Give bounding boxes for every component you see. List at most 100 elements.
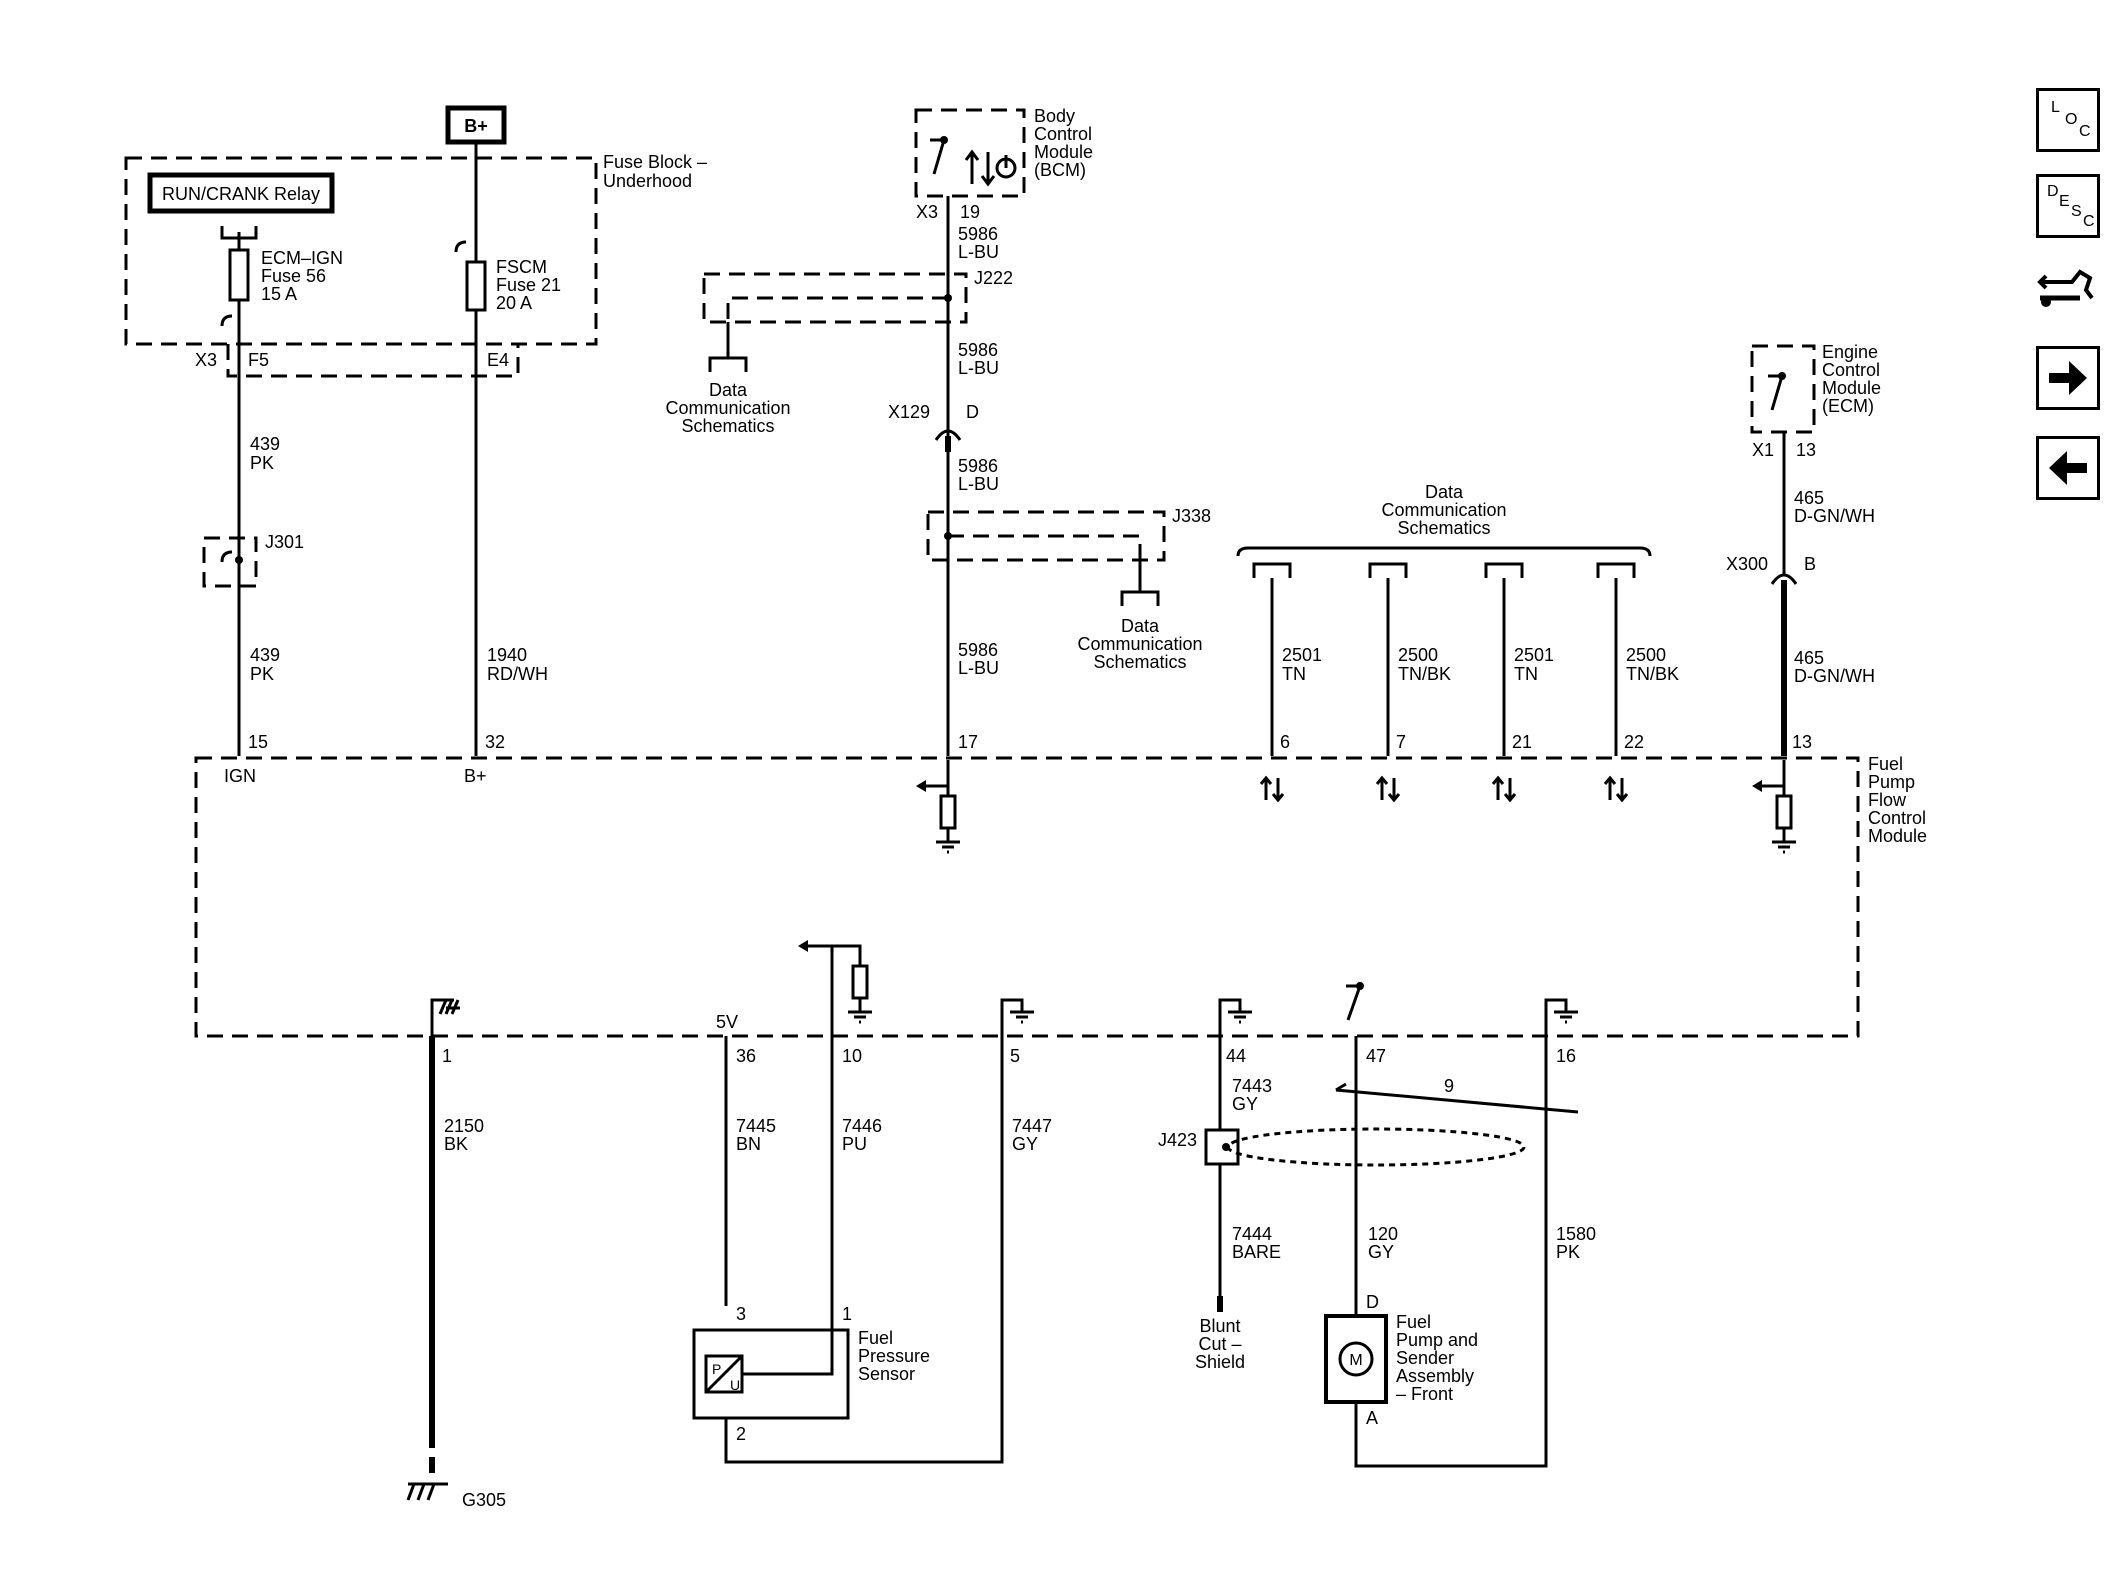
fpfcm-label-1: Fuel	[1868, 754, 1903, 774]
ground-icon-16	[1544, 998, 1578, 1036]
run-crank-relay-label: RUN/CRANK Relay	[162, 184, 320, 204]
pump-label-4: Assembly	[1396, 1366, 1474, 1386]
pin-17: 17	[958, 732, 978, 752]
sensor-pin-3: 3	[736, 1304, 746, 1324]
shield-label-3: Shield	[1195, 1352, 1245, 1372]
pin-44: 44	[1226, 1046, 1246, 1066]
data-comm-2-l1: Data	[1121, 616, 1160, 636]
bcm-conn: X3	[916, 202, 938, 222]
wire-5986-num-3: 5986	[958, 456, 998, 476]
wire-5986-color-3: L-BU	[958, 474, 999, 494]
fpfcm-outline	[194, 756, 1860, 1038]
splice-j338-label: J338	[1172, 506, 1211, 526]
fuse-ecm-ign	[228, 248, 250, 302]
fuse-ecm-label-3: 15 A	[261, 284, 297, 304]
pulldown-resistor-13	[1775, 794, 1793, 830]
wire-465-num-2: 465	[1794, 648, 1824, 668]
loc-letter-c: C	[2079, 123, 2091, 140]
wire-439-num-1: 439	[250, 434, 280, 454]
wire-439-color-1: PK	[250, 453, 274, 473]
pin-5: 5	[1010, 1046, 1020, 1066]
ground-icon-13	[1772, 828, 1796, 854]
desc-letter-d: D	[2047, 183, 2059, 200]
label-bplus: B+	[464, 766, 487, 786]
wire-7447-color: GY	[1012, 1134, 1038, 1154]
x129-pin: D	[966, 402, 979, 422]
desc-button[interactable]: D E S C	[2036, 174, 2100, 238]
fpfcm-module: Fuel Pump Flow Control Module 15 32 17 6…	[194, 732, 1927, 1066]
can-arrow-21	[1491, 775, 1517, 803]
wire-439-color-2: PK	[250, 664, 274, 684]
lower-harness: 2150 BK G305 7445 BN 7446 PU 7447 GY P U…	[406, 1036, 1596, 1510]
bcm-label-1: Body	[1034, 106, 1075, 126]
wire-1940-num: 1940	[487, 645, 527, 665]
motor-icon	[1338, 1341, 1374, 1377]
ecm-conn: X1	[1752, 440, 1774, 460]
pump-switch	[1346, 984, 1363, 1021]
wire-2501b-num: 2501	[1514, 645, 1554, 665]
sensor-symbol-u: U	[730, 1377, 740, 1393]
wire-2501b-color: TN	[1514, 664, 1538, 684]
harness-icon[interactable]	[2036, 256, 2100, 320]
wire-7447	[724, 1036, 1004, 1464]
fuse-block-label-2: Underhood	[603, 171, 692, 191]
sensor-label-2: Pressure	[858, 1346, 930, 1366]
fpfcm-label-3: Flow	[1868, 790, 1907, 810]
pin-22: 22	[1624, 732, 1644, 752]
pin-1: 1	[442, 1046, 452, 1066]
loc-letter-o: O	[2065, 111, 2078, 128]
data-comm-3-l1: Data	[1425, 482, 1464, 502]
ecm-label-3: Module	[1822, 378, 1881, 398]
fpfcm-label-4: Control	[1868, 808, 1926, 828]
wire-2501a-num: 2501	[1282, 645, 1322, 665]
ground-g305-icon	[406, 1482, 448, 1501]
can-arrow-6	[1259, 775, 1285, 803]
run-crank-relay-box	[147, 172, 335, 214]
x300-pin: B	[1804, 554, 1816, 574]
can-arrow-7	[1375, 775, 1401, 803]
wire-439-num-2: 439	[250, 645, 280, 665]
sensor-pin-2: 2	[736, 1424, 746, 1444]
pin-13: 13	[1792, 732, 1812, 752]
chassis-ground-icon	[438, 999, 460, 1015]
wire-1580	[1354, 1036, 1548, 1468]
splice-j338	[926, 510, 1166, 562]
ecm-pin: 13	[1796, 440, 1816, 460]
data-comm-1-l2: Communication	[665, 398, 790, 418]
wire-7446-color: PU	[842, 1134, 867, 1154]
supply-section: B+ Fuse Block – Underhood RUN/CRANK Rela…	[124, 105, 707, 756]
twist-label: 9	[1444, 1076, 1454, 1096]
bcm-label-3: Module	[1034, 142, 1093, 162]
data-comm-2-l2: Communication	[1077, 634, 1202, 654]
bplus-label: B+	[464, 116, 488, 136]
data-comm-1-l1: Data	[709, 380, 748, 400]
fuse-ecm-label-1: ECM–IGN	[261, 248, 343, 268]
fuse-block-outline	[124, 156, 598, 346]
wire-5986-color-4: L-BU	[958, 658, 999, 678]
next-button[interactable]	[2036, 346, 2100, 410]
fpfcm-label-5: Module	[1868, 826, 1927, 846]
fuse-fscm-label-3: 20 A	[496, 293, 532, 313]
wire-7446-num: 7446	[842, 1116, 882, 1136]
ground-icon-5	[1000, 998, 1034, 1036]
can-arrow-22	[1603, 775, 1629, 803]
wire-5986-color-1: L-BU	[958, 242, 999, 262]
pump-label-3: Sender	[1396, 1348, 1454, 1368]
wire-120-color: GY	[1368, 1242, 1394, 1262]
wire-120-num: 120	[1368, 1224, 1398, 1244]
pump-label-5: – Front	[1396, 1384, 1453, 1404]
data-comm-2-l3: Schematics	[1093, 652, 1186, 672]
sensor-label-1: Fuel	[858, 1328, 893, 1348]
x3-connector	[226, 344, 520, 378]
pin-47: 47	[1366, 1046, 1386, 1066]
ecm-box	[1750, 344, 1816, 434]
prev-button[interactable]	[2036, 436, 2100, 500]
wire-2500b-color: TN/BK	[1626, 664, 1679, 684]
splice-j423	[1204, 1128, 1240, 1166]
fuse-fscm	[465, 260, 487, 312]
loc-button[interactable]: L O C	[2036, 88, 2100, 152]
bcm-label-4: (BCM)	[1034, 160, 1086, 180]
bcm-section: Body Control Module (BCM) X3 19 5986 L-B…	[665, 106, 1211, 756]
pin-f5: F5	[248, 350, 269, 370]
wire-7444-num: 7444	[1232, 1224, 1272, 1244]
